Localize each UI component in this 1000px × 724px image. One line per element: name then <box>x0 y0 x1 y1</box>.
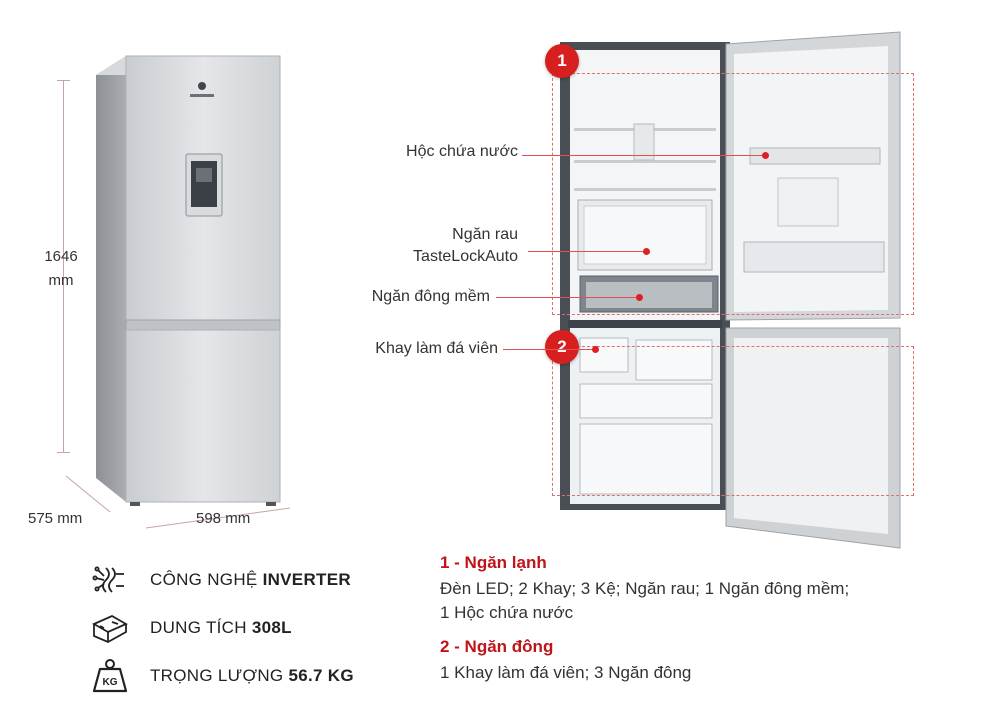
height-dimension-line <box>63 80 64 452</box>
freezer-zone-marker: 2 <box>545 330 579 364</box>
ice-tray-leader-line <box>503 349 595 350</box>
spec-inverter-text: CÔNG NGHỆ INVERTER <box>150 570 351 589</box>
soft-freeze-pointer <box>636 294 643 301</box>
spec-inverter: CÔNG NGHỆ INVERTER <box>88 560 351 600</box>
width-dimension-line <box>145 507 291 529</box>
height-dimension-value: 1646 <box>44 248 78 265</box>
capacity-box-icon <box>88 608 132 648</box>
height-dimension-unit: mm <box>48 272 74 289</box>
water-tank-pointer <box>762 152 769 159</box>
height-dimension-cap-bottom <box>57 452 70 453</box>
veg-drawer-callout-line2: TasteLockAuto <box>413 248 518 265</box>
depth-dimension-value: 575 mm <box>28 510 83 527</box>
ice-tray-pointer <box>592 346 599 353</box>
veg-drawer-callout-line1: Ngăn rau <box>452 226 518 243</box>
spec-capacity: DUNG TÍCH 308L <box>88 608 292 648</box>
water-tank-callout: Hộc chứa nước <box>406 143 518 160</box>
inverter-chip-icon <box>88 560 132 600</box>
weight-kg-icon: KG <box>88 656 132 696</box>
fridge-zone-outline <box>552 73 914 315</box>
fridge-zone-marker: 1 <box>545 44 579 78</box>
svg-text:KG: KG <box>103 677 118 688</box>
freezer-compartment-line1: 1 Khay làm đá viên; 3 Ngăn đông <box>440 663 692 682</box>
width-dimension-value: 598 mm <box>196 510 251 527</box>
veg-drawer-leader-line <box>528 251 645 252</box>
soft-freeze-leader-line <box>496 297 638 298</box>
spec-weight-text: TRỌNG LƯỢNG 56.7 KG <box>150 666 354 685</box>
veg-drawer-pointer <box>643 248 650 255</box>
freezer-compartment-title: 2 - Ngăn đông <box>440 637 554 656</box>
spec-weight: KG TRỌNG LƯỢNG 56.7 KG <box>88 656 354 696</box>
fridge-compartment-line2: 1 Hộc chứa nước <box>440 603 574 622</box>
open-fridge-image <box>560 31 901 549</box>
freezer-zone-outline <box>552 346 914 496</box>
height-dimension-cap-top <box>57 80 70 81</box>
fridge-compartment-title: 1 - Ngăn lạnh <box>440 553 547 572</box>
soft-freeze-callout: Ngăn đông mềm <box>371 288 490 305</box>
spec-capacity-text: DUNG TÍCH 308L <box>150 618 292 637</box>
closed-fridge-image <box>96 55 281 506</box>
water-tank-leader-line <box>522 155 765 156</box>
fridge-compartment-line1: Đèn LED; 2 Khay; 3 Kệ; Ngăn rau; 1 Ngăn … <box>440 579 850 598</box>
ice-tray-callout: Khay làm đá viên <box>375 340 498 357</box>
depth-dimension-line <box>65 475 111 513</box>
